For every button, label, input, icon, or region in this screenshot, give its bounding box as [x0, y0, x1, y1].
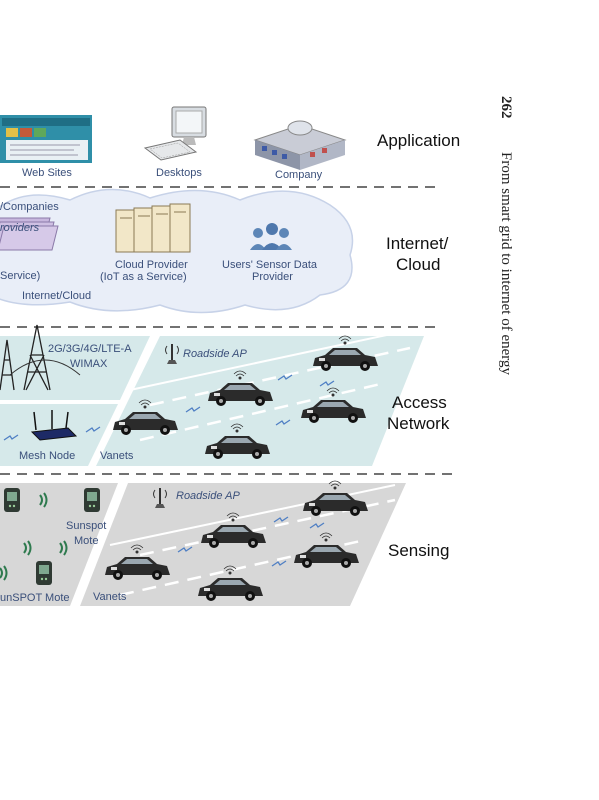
label-cellular-2: WIMAX [70, 358, 108, 370]
label-providers: roviders [0, 222, 40, 234]
label-users-sensor-1: Users' Sensor Data [222, 259, 318, 271]
mesh-router-icon [30, 410, 78, 441]
access-road-stripes [139, 346, 411, 442]
page-sidebar: 262 From smart grid to internet of energ… [486, 96, 566, 416]
users-icon [250, 223, 292, 250]
label-sunspot-1: Sunspot [66, 520, 106, 532]
layer-label-cloud: Cloud [396, 255, 440, 274]
label-cloud-provider-2: (IoT as a Service) [100, 271, 187, 283]
label-companies: /Companies [0, 201, 59, 213]
label-vanets-access: Vanets [100, 450, 134, 462]
label-desktops: Desktops [156, 167, 202, 179]
mote-2-icon [84, 488, 100, 512]
label-vanets-sensing: Vanets [93, 591, 127, 603]
layer-label-application: Application [377, 131, 460, 150]
label-roadside-ap-sensing: Roadside AP [176, 490, 240, 502]
website-thumbnail [0, 115, 92, 163]
layer-label-internet: Internet/ [386, 234, 449, 253]
label-sunspot-mote: unSPOT Mote [0, 592, 70, 604]
label-roadside-ap-access: Roadside AP [183, 348, 247, 360]
label-cellular-1: 2G/3G/4G/LTE-A [48, 343, 132, 355]
layer-label-sensing: Sensing [388, 541, 449, 560]
label-internet-cloud: Internet/Cloud [22, 290, 91, 302]
label-web-sites: Web Sites [22, 167, 72, 179]
provider-stack-icon [0, 217, 59, 251]
running-head: From smart grid to internet of energy [498, 152, 514, 376]
access-panel-cellular [0, 336, 150, 400]
cloud-servers-icon [115, 203, 191, 253]
cell-tower-icon [0, 324, 81, 391]
company-building-icon [253, 120, 347, 170]
layer-label-access: Access [392, 393, 447, 412]
label-company: Company [275, 169, 323, 181]
desktop-icon [143, 106, 207, 161]
label-users-sensor-2: Provider [252, 271, 293, 283]
mote-1-icon [4, 488, 20, 512]
label-cloud-provider-1: Cloud Provider [115, 259, 188, 271]
label-service: Service) [0, 270, 40, 282]
label-sunspot-2: Mote [74, 535, 98, 547]
sensing-panel-motes [0, 483, 118, 606]
page-number: 262 [498, 96, 514, 119]
label-mesh-node: Mesh Node [19, 450, 75, 462]
layer-label-network: Network [387, 414, 450, 433]
mote-3-icon [36, 561, 52, 585]
